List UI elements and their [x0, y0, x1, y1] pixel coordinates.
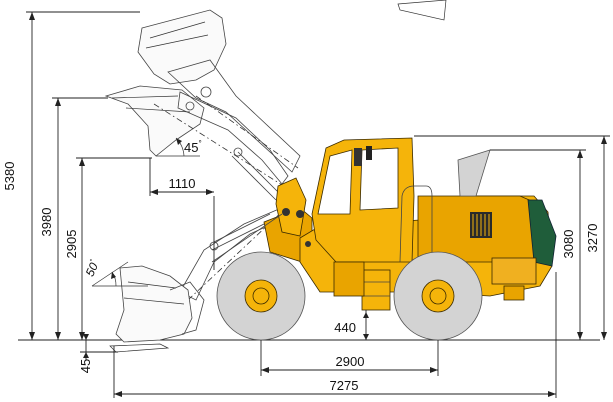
- dim-3980-line: [52, 97, 108, 340]
- dim-45-depth-line: [80, 334, 118, 360]
- dim-2905-label: 2905: [64, 230, 79, 259]
- dim-3980-label: 3980: [39, 208, 54, 237]
- dim-3270-line: [414, 135, 610, 340]
- dim-1110-label: 1110: [169, 176, 196, 191]
- dim-5380-label: 5380: [2, 162, 17, 191]
- dim-3270-label: 3270: [585, 224, 600, 253]
- dim-5380-line: [26, 11, 140, 340]
- bucket-ground-ghost: [109, 343, 170, 353]
- cab-window-front: [317, 149, 353, 215]
- loader-body: [211, 137, 557, 311]
- dim-2905-line: [76, 157, 152, 340]
- dump-bucket: [104, 85, 205, 157]
- exhaust-stack: [457, 149, 491, 197]
- dim-45deg-arc: [156, 137, 200, 157]
- dim-50deg-label: 50°: [83, 258, 103, 279]
- dim-45-depth-label: 45: [78, 359, 93, 373]
- raised-bucket-max: [137, 9, 227, 85]
- dim-2900-line: [260, 340, 439, 376]
- dim-7275-label: 7275: [330, 378, 359, 393]
- raised-frame-outline: [397, 0, 447, 21]
- cab-window-side: [359, 147, 399, 211]
- dim-50deg-arc: [91, 261, 148, 287]
- dim-440-line: [363, 310, 369, 340]
- rear-grille-accent: [527, 199, 557, 267]
- front-wheel: [216, 251, 306, 341]
- lowered-bucket: [115, 265, 205, 343]
- dim-440-label: 440: [334, 320, 356, 335]
- dim-45deg-label: 45°: [184, 139, 202, 155]
- dim-3080-line: [490, 149, 586, 340]
- rear-wheel: [393, 251, 483, 341]
- dim-2900-label: 2900: [336, 354, 365, 369]
- dim-7275-line: [113, 272, 557, 398]
- dim-1110-line: [149, 158, 215, 270]
- side-mirror: [354, 148, 362, 166]
- dim-3080-label: 3080: [561, 230, 576, 259]
